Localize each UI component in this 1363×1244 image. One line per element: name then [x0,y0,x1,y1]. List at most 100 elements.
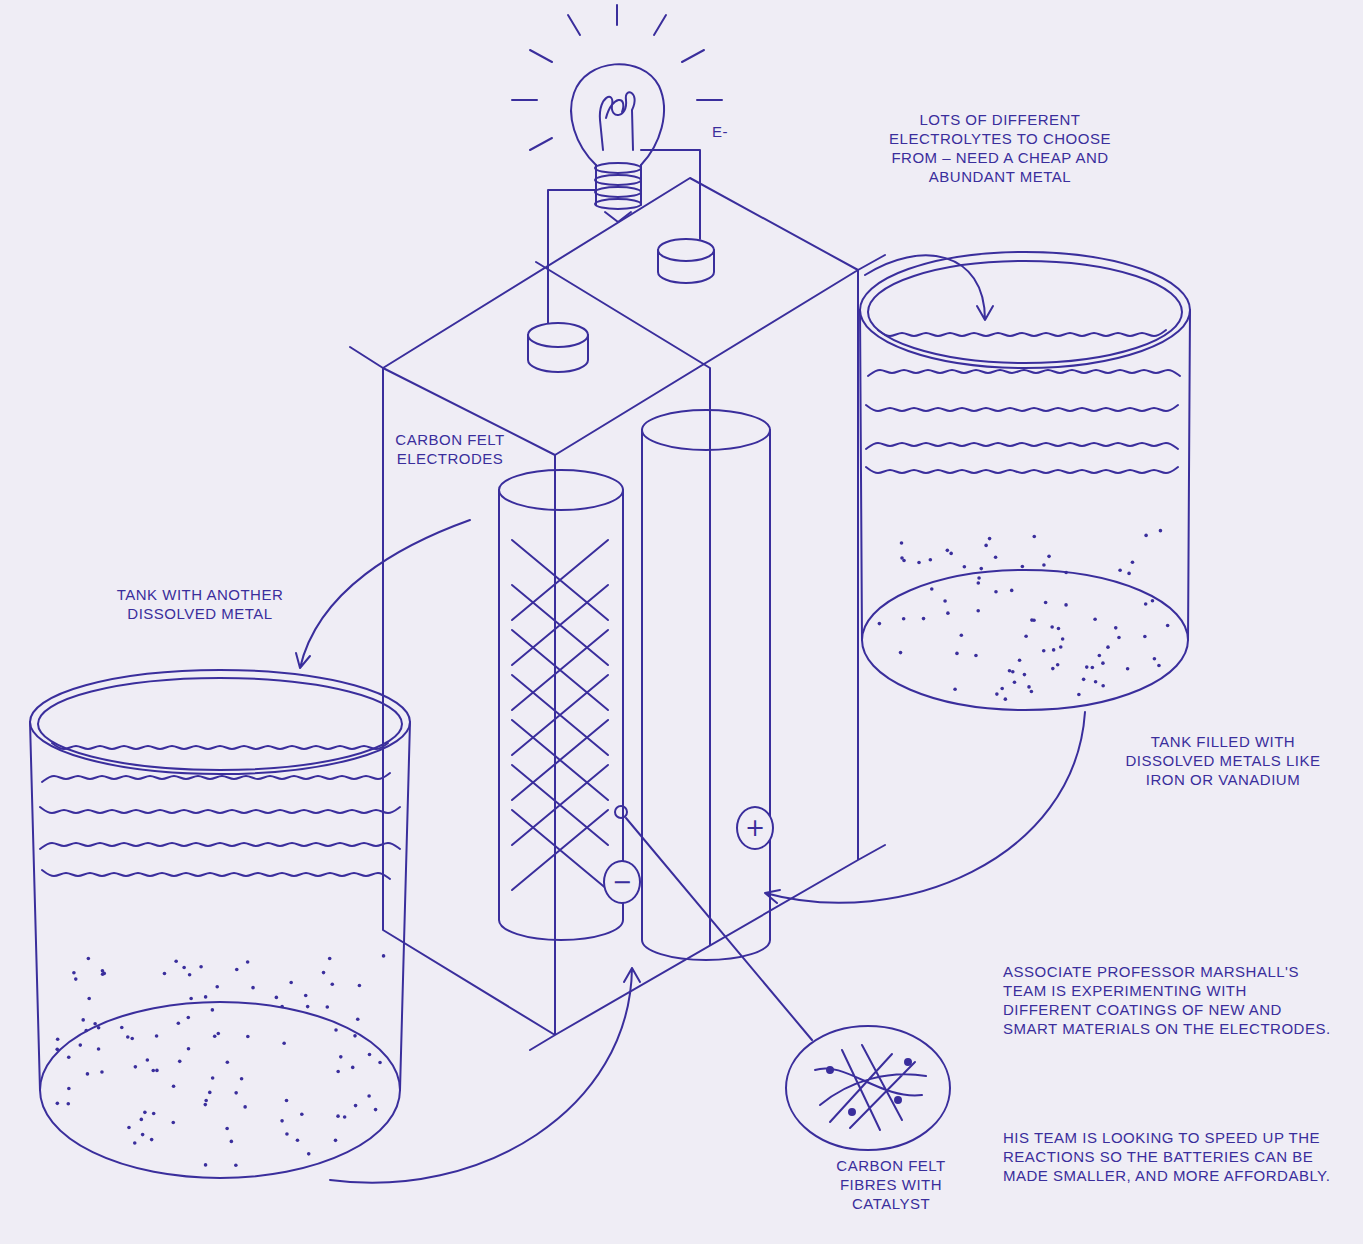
metal-dot [943,599,947,603]
metal-dot [1091,666,1095,670]
metal-dot [1004,697,1008,701]
metal-dot [1085,665,1089,669]
metal-dot [225,1127,229,1131]
metal-dot [994,555,998,559]
flow-arrow [330,968,640,1183]
metal-dot [243,1105,247,1109]
metal-dot [182,966,186,970]
metal-dot [1024,634,1028,638]
metal-dot [974,654,978,658]
metal-dot [1064,571,1068,575]
metal-dot [1042,563,1046,567]
electrode-cylinder-top [499,470,623,510]
metal-dot [127,1126,131,1130]
metal-dot [100,1070,104,1074]
mesh-strand [512,540,608,620]
liquid-wave [866,443,1178,449]
metal-dot [204,1163,208,1167]
metal-dot [203,1103,207,1107]
mesh-strand [512,720,608,800]
wire [641,150,700,239]
metal-dot [246,1035,250,1039]
electron-label: E- [712,122,752,141]
metal-dot [234,1163,238,1167]
metal-dot [246,960,250,964]
metal-dot [354,1104,358,1108]
metal-dot [1030,690,1034,694]
part-label: TANK WITH ANOTHER DISSOLVED METAL [95,585,305,623]
metal-dot [1057,627,1061,631]
metal-dot [171,1121,175,1125]
metal-dot [87,957,91,961]
metal-dot [186,1016,190,1020]
metal-dot [296,1138,300,1142]
mesh-strand [512,630,608,710]
metal-dot [946,611,950,615]
metal-dot [126,1035,130,1039]
terminal-top [528,323,588,347]
carbon-felt-mesh [512,540,608,890]
metal-dot [984,544,988,548]
metal-dot [330,983,334,987]
electrode-polarity-circle: + [736,806,774,850]
metal-dot [78,1043,82,1047]
metal-dot [300,1112,304,1116]
liquid-wave [868,370,1180,376]
metal-dot [930,587,934,591]
metal-dot [155,1069,159,1073]
metal-dot [339,1055,343,1059]
metal-dot [226,1060,230,1064]
mesh-strand [512,675,608,755]
metal-dot [1151,599,1155,603]
metal-dot [275,996,279,1000]
metal-dot [1000,687,1004,691]
part-label: CARBON FELT FIBRES WITH CATALYST [825,1156,957,1213]
metal-dot [234,1091,238,1095]
metal-dot [1153,657,1157,661]
metal-dot [1117,636,1121,640]
metal-dot [1023,673,1027,677]
metal-dot [977,576,981,580]
metal-dot [929,558,933,562]
metal-dot [97,1047,101,1051]
metal-dot [151,1069,155,1073]
tank-rim [860,252,1190,368]
metal-dot [1094,680,1098,684]
metal-dot [374,1108,378,1112]
note-label: LOTS OF DIFFERENT ELECTROLYTES TO CHOOSE… [872,110,1128,186]
metal-dot [1126,667,1130,671]
metal-dot [213,1034,217,1038]
metal-dot [72,971,76,975]
metal-dot [988,537,992,541]
tank-wall [30,722,410,1090]
metal-dot [102,972,106,976]
metal-dot [1011,670,1015,674]
metal-dot [1077,693,1081,697]
flow-arrow [865,255,993,320]
metal-dot [97,1026,101,1030]
bulb-thread [595,187,641,197]
metal-dot [289,981,293,985]
metal-dot [280,1005,284,1009]
metal-dot [67,1087,71,1091]
note-label: ASSOCIATE PROFESSOR MARSHALL'S TEAM IS E… [1003,962,1338,1038]
metal-dot [155,1034,159,1038]
metal-dot [150,1138,154,1142]
metal-dot [1144,602,1148,606]
metal-dot [1127,572,1131,576]
metal-dot [66,1102,70,1106]
metal-dot [949,552,953,556]
part-label: TANK FILLED WITH DISSOLVED METALS LIKE I… [1108,732,1338,789]
metal-dot [1106,645,1110,649]
bulb-filament [600,92,635,150]
metal-dot [174,959,178,963]
metal-dot [84,1029,88,1033]
metal-dot [1118,568,1122,572]
metal-dot [902,617,906,621]
metal-dot [343,1115,347,1119]
metal-dot [87,997,91,1001]
metal-dot [1082,678,1086,682]
metal-dot [382,954,386,958]
metal-dot [979,567,983,571]
metal-dot [955,652,959,656]
